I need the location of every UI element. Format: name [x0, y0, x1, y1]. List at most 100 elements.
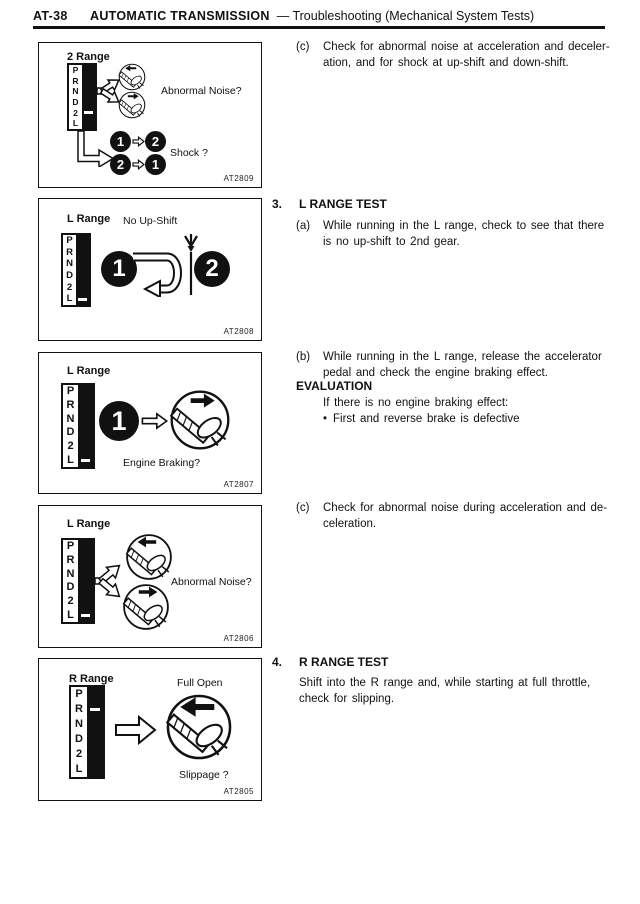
gear-letter: D [72, 97, 79, 108]
pedal-full-throttle-icon [165, 694, 232, 760]
fork-arrow-icon [95, 564, 121, 598]
hollow-arrow-icon [115, 715, 157, 745]
caption-abnormal-noise: Abnormal Noise? [161, 85, 242, 97]
gear-indicator-bar [78, 540, 93, 622]
item-marker: (c) [296, 41, 310, 53]
gear-letter: 2 [75, 748, 83, 760]
text-line: While running in the L range, check to s… [323, 220, 605, 232]
item-3b: (b) While running in the L range, releas… [296, 350, 602, 381]
page-header: AUTOMATIC TRANSMISSION — Troubleshooting… [90, 9, 534, 23]
gear-selector: P R N D 2 L [61, 538, 95, 624]
text-line: check for slipping. [299, 692, 395, 705]
gear-letter: R [75, 703, 83, 715]
gear-selector: P R N D 2 L [69, 685, 105, 779]
gear-position-marker [84, 111, 93, 114]
range-label: R Range [69, 673, 114, 685]
text-line: Check for abnormal noise during accelera… [323, 502, 608, 514]
text-line: is no up-shift to 2nd gear. [323, 235, 460, 248]
section-number: 3. [272, 197, 283, 211]
section-3-heading: 3. L RANGE TEST [272, 197, 387, 213]
pedal-accelerate-icon [118, 91, 146, 119]
shift-arrow-icon [132, 159, 145, 170]
figure-code: AT2809 [223, 174, 254, 183]
range-label: L Range [67, 213, 111, 225]
uturn-arrow-icon [133, 252, 182, 297]
pedal-decelerate-icon [125, 534, 172, 580]
item-marker: (c) [296, 502, 310, 514]
gear-letter: R [66, 246, 73, 258]
evaluation-body: If there is no engine braking effect: • … [323, 396, 519, 427]
page-number: AT-38 [33, 9, 68, 23]
text-line: First and reverse brake is defective [333, 412, 520, 425]
gear-position-marker [78, 298, 87, 301]
range-label: L Range [67, 518, 111, 530]
fork-arrow-icon [97, 79, 120, 103]
figure-code: AT2808 [223, 327, 254, 336]
gear-letters: P R N D 2 L [69, 65, 82, 129]
gear-number-circle: 2 [194, 251, 230, 287]
gear-letter: P [66, 385, 75, 398]
shift-arrow-icon [132, 136, 145, 147]
gear-indicator-bar [82, 65, 95, 129]
header-rule [33, 26, 605, 29]
figure-r-range-test: R Range Full Open P R N D 2 L Slipp [38, 658, 262, 801]
gear-letter: P [75, 688, 83, 700]
gear-number-circle: 1 [99, 401, 139, 441]
gear-indicator-bar [87, 687, 103, 777]
item-3c: (c) Check for abnormal noise during acce… [296, 501, 607, 532]
caption-abnormal-noise: Abnormal Noise? [171, 576, 252, 588]
bullet-marker: • [323, 412, 328, 425]
text-line: Shift into the R range and, while starti… [299, 677, 591, 689]
text-line: Check for abnormal noise at acceleration… [323, 41, 610, 53]
gear-letter: L [72, 118, 79, 129]
figure-l-range-no-upshift: L Range No Up-Shift P R N D 2 L 1 [38, 198, 262, 341]
item-3a: (a) While running in the L range, check … [296, 219, 604, 250]
gear-number-circle: 2 [110, 154, 131, 175]
text-line: ation, and for shock at up-shift and dow… [323, 56, 569, 69]
gear-letter: 2 [67, 594, 74, 607]
gear-letter: P [66, 540, 75, 553]
gear-letter: L [67, 608, 74, 621]
gear-letter: D [66, 581, 75, 594]
gear-letter: N [75, 718, 83, 730]
evaluation-heading: EVALUATION [296, 379, 372, 395]
text-line: While running in the L range, release th… [323, 351, 602, 363]
gear-position-marker [80, 614, 91, 617]
caption-engine-braking: Engine Braking? [123, 457, 201, 469]
section-4-heading: 4. R RANGE TEST [272, 655, 388, 671]
section-title: AUTOMATIC TRANSMISSION [90, 9, 270, 23]
gear-number-circle: 1 [101, 251, 137, 287]
range-label: 2 Range [67, 51, 110, 63]
hollow-arrow-icon [141, 412, 169, 430]
gear-letter: R [66, 398, 75, 411]
figure-l-range-engine-braking: L Range P R N D 2 L 1 Engine Brakin [38, 352, 262, 494]
gear-letters: P R N D 2 L [71, 687, 87, 777]
gear-letter: 2 [73, 107, 78, 118]
gear-letter: D [66, 270, 73, 282]
gear-letter: D [75, 733, 83, 745]
gear-letter: D [66, 426, 75, 439]
text-line: If there is no engine braking effect: [323, 397, 509, 409]
gear-letter: P [66, 235, 73, 247]
section-number: 4. [272, 655, 283, 669]
figure-code: AT2805 [223, 787, 254, 796]
gear-letter: L [75, 763, 83, 775]
gear-letter: R [72, 75, 79, 86]
pedal-decelerate-icon [118, 63, 146, 91]
gear-letter: R [66, 553, 75, 566]
gear-letter: N [66, 258, 73, 270]
gear-letter: N [66, 412, 75, 425]
text-line: celeration. [323, 517, 377, 530]
gear-letter: N [66, 567, 75, 580]
gear-selector: P R N D 2 L [61, 383, 95, 469]
gear-selector: P R N D 2 L [67, 63, 97, 131]
caption-full-open: Full Open [177, 677, 223, 689]
gear-letter: N [72, 86, 79, 97]
pedal-release-icon [169, 390, 230, 450]
elbow-arrow-icon [77, 131, 115, 167]
gear-number-circle: 1 [145, 154, 166, 175]
gear-letter: 2 [66, 281, 73, 293]
gear-letters: P R N D 2 L [63, 540, 78, 622]
figure-l-range-abnormal-noise: L Range P R N D 2 L [38, 505, 262, 648]
